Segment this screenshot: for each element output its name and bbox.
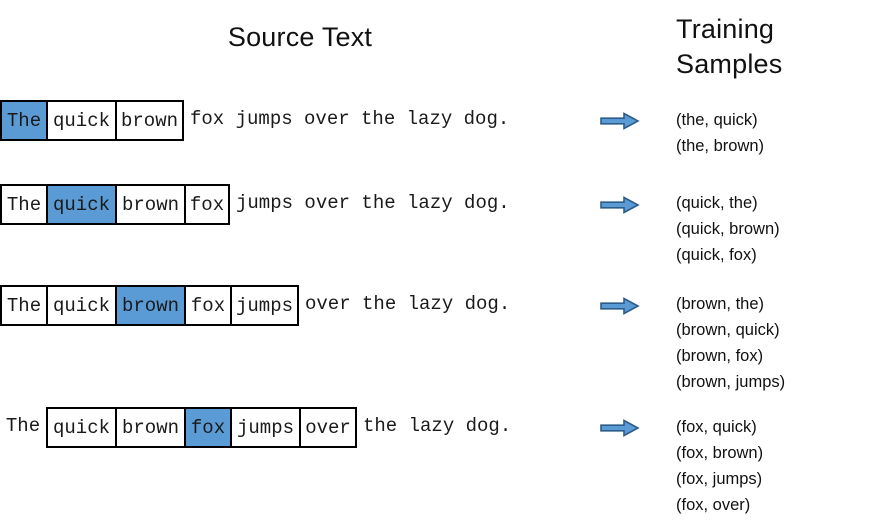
training-sample-pair: (brown, the) bbox=[676, 295, 765, 313]
sentence-remainder: the lazy dog. bbox=[363, 415, 512, 437]
training-sample-pair: (brown, fox) bbox=[676, 347, 764, 365]
target-word-cell: fox bbox=[184, 407, 230, 448]
training-samples-header-line1: Training bbox=[676, 14, 775, 44]
window-word-cell: quick bbox=[46, 407, 115, 448]
training-sample-pair: (quick, brown) bbox=[676, 220, 780, 238]
training-samples-list: (brown, the) (brown, quick) (brown, fox) (b… bbox=[676, 291, 886, 395]
training-samples-list: (the, quick) (the, brown) bbox=[676, 107, 886, 159]
target-word-cell: brown bbox=[115, 285, 184, 326]
window-word-cell: over bbox=[299, 407, 357, 448]
window-word-cell: fox bbox=[184, 184, 230, 225]
training-samples-list: (fox, quick) (fox, brown) (fox, jumps) (fox… bbox=[676, 414, 886, 518]
window-word-cell: quick bbox=[46, 100, 115, 141]
right-arrow-icon bbox=[600, 418, 640, 438]
right-arrow-icon bbox=[600, 296, 640, 316]
training-sample-pair: (the, quick) bbox=[676, 111, 758, 129]
training-samples-header-line2: Samples bbox=[676, 49, 783, 79]
sentence-remainder: jumps over the lazy dog. bbox=[236, 192, 510, 214]
window-word-cell: The bbox=[0, 184, 46, 225]
training-sample-pair: (quick, fox) bbox=[676, 246, 757, 264]
training-sample-pair: (fox, quick) bbox=[676, 418, 757, 436]
training-sample-pair: (the, brown) bbox=[676, 137, 765, 155]
right-arrow-icon bbox=[600, 111, 640, 131]
window-word-cell: The bbox=[0, 285, 46, 326]
target-word-cell: quick bbox=[46, 184, 115, 225]
window-word-cell: jumps bbox=[230, 285, 299, 326]
training-sample-pair: (brown, jumps) bbox=[676, 373, 786, 391]
window-word-cell: fox bbox=[184, 285, 230, 326]
training-sample-pair: (fox, jumps) bbox=[676, 470, 763, 488]
sentence-remainder: over the lazy dog. bbox=[305, 293, 511, 315]
training-sample-pair: (fox, brown) bbox=[676, 444, 764, 462]
target-word-cell: The bbox=[0, 100, 46, 141]
training-sample-pair: (quick, the) bbox=[676, 194, 758, 212]
right-arrow-icon bbox=[600, 195, 640, 215]
source-text-header: Source Text bbox=[227, 22, 373, 52]
window-word-cell: brown bbox=[115, 100, 184, 141]
window-word-cell: brown bbox=[115, 407, 184, 448]
window-word-cell: quick bbox=[46, 285, 115, 326]
training-sample-pair: (brown, quick) bbox=[676, 321, 780, 339]
training-samples-list: (quick, the) (quick, brown) (quick, fox) bbox=[676, 190, 886, 268]
training-samples-header: Training Samples bbox=[676, 12, 886, 82]
sentence-remainder: fox jumps over the lazy dog. bbox=[190, 108, 510, 130]
context-word: The bbox=[5, 415, 41, 437]
window-word-cell: jumps bbox=[230, 407, 299, 448]
window-word-cell: brown bbox=[115, 184, 184, 225]
training-sample-pair: (fox, over) bbox=[676, 496, 751, 514]
